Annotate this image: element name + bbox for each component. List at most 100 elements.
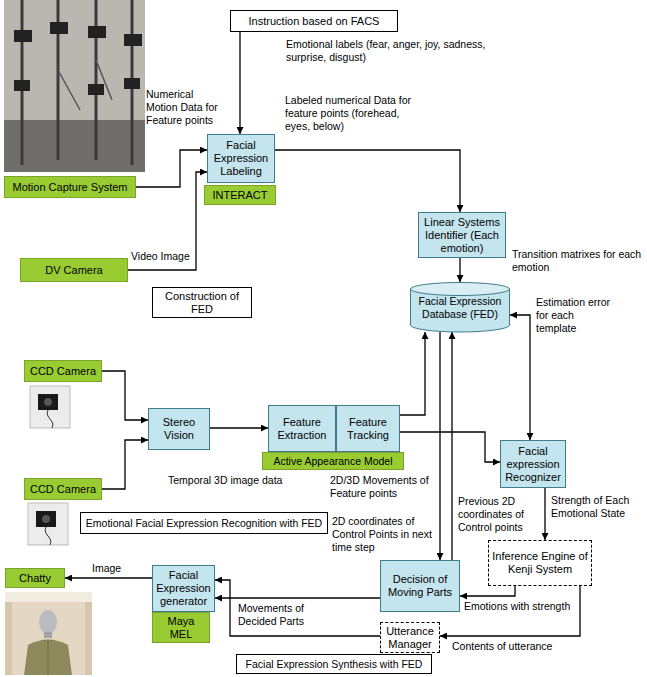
external-module-box: Inference Engine of Kenji System: [488, 540, 592, 586]
node-text: Emotional Facial Expression Recognition …: [86, 517, 322, 530]
process-box: Linear Systems Identifier (Each emotion): [418, 212, 506, 258]
motion-capture-photo: [4, 0, 145, 172]
cylinder-body: [411, 289, 510, 332]
illustration-part: [124, 78, 140, 89]
connector-arrow: [400, 432, 500, 462]
section-box: Construction of FED: [152, 287, 252, 318]
node-text: DV Camera: [45, 264, 102, 277]
edge-label: Contents of utterance: [452, 640, 552, 653]
illustration-part: [58, 70, 80, 110]
illustration-part: [42, 515, 50, 523]
node-text: Linear Systems Identifier (Each emotion): [421, 216, 503, 255]
node-text: Utterance Manager: [383, 625, 437, 651]
connector-arrow: [102, 371, 148, 420]
process-box: Stereo Vision: [148, 408, 210, 450]
node-text: Maya MEL: [155, 615, 207, 641]
device-box: DV Camera: [20, 258, 128, 282]
illustration-part: [95, 0, 98, 160]
node-text: Facial Expression Synthesis with FED: [246, 658, 423, 671]
edge-label: Transition matrixes for each emotion: [512, 248, 645, 274]
connector-arrow: [128, 172, 207, 270]
connector-arrow: [460, 586, 515, 596]
illustration-part: [124, 34, 142, 46]
edge-label: Image: [92, 562, 121, 575]
connector-arrow: [459, 258, 460, 282]
node-text: Facial expression Recognizer: [503, 445, 563, 484]
node-text: Feature Extraction: [271, 416, 333, 442]
illustration-part: [88, 84, 104, 95]
node-text: Motion Capture System: [13, 181, 128, 194]
device-box: Active Appearance Model: [262, 452, 404, 470]
node-text: Facial Expression generator: [155, 569, 212, 608]
process-box: Feature Tracking: [336, 405, 400, 452]
edge-label: Estimation error for each template: [536, 296, 614, 335]
process-box: Feature Extraction: [268, 405, 336, 452]
node-text: Facial Expression Labeling: [210, 139, 272, 178]
connector-arrow: [65, 577, 152, 578]
process-box: Facial Expression generator: [152, 565, 215, 612]
edge-label: 2D/3D Movements of Feature points: [330, 474, 430, 500]
edge-label: Labeled numerical Data for feature point…: [285, 94, 420, 133]
section-box: Instruction based on FACS: [230, 10, 398, 32]
illustration-part: [36, 511, 56, 527]
edge-label: Strength of Each Emotional State: [551, 494, 643, 520]
illustration-part: [38, 394, 58, 410]
node-text: Stereo Vision: [151, 416, 207, 442]
node-text: Chatty: [19, 572, 51, 585]
node-text: Decision of Moving Parts: [383, 573, 457, 599]
edge-label: Movements of Decided Parts: [238, 602, 334, 628]
node-text: Facial Expression Database (FED): [412, 295, 508, 321]
cylinder-top: [411, 283, 510, 296]
node-text: Active Appearance Model: [273, 455, 392, 468]
connector-arrow: [400, 332, 425, 415]
external-module-box: Utterance Manager: [380, 622, 440, 653]
illustration-part: [48, 640, 49, 675]
node-text: Construction of FED: [155, 290, 249, 316]
edge-label: Numerical Motion Data for Feature points: [146, 88, 224, 127]
ccd-camera-photo: [28, 503, 68, 545]
ccd-camera-photo: [30, 386, 70, 428]
illustration-part: [96, 60, 112, 100]
node-text: Inference Engine of Kenji System: [491, 550, 589, 576]
illustration-part: [45, 527, 51, 545]
device-box: Maya MEL: [152, 612, 210, 643]
illustration-part: [47, 410, 53, 428]
connector-arrow: [440, 586, 580, 636]
illustration-part: [50, 22, 68, 34]
connector-arrow: [510, 315, 530, 440]
edge-label: Emotional labels (fear, anger, joy, sadn…: [286, 38, 518, 64]
illustration-part: [28, 503, 68, 545]
node-text: INTERACT: [213, 189, 268, 202]
illustration-part: [44, 632, 52, 638]
node-text: CCD Camera: [30, 365, 96, 378]
illustration-part: [39, 610, 57, 634]
edge-label: 2D coordinates of Control Points in next…: [332, 515, 436, 554]
node-text: CCD Camera: [30, 483, 96, 496]
edge-label: Temporal 3D image data: [168, 474, 298, 487]
illustration-part: [88, 26, 106, 38]
device-box: Chatty: [5, 568, 65, 588]
process-box: Facial Expression Labeling: [207, 134, 275, 183]
connector-arrow: [451, 332, 452, 560]
edge-label: Video Image: [131, 250, 190, 263]
chatty-robot-photo: [5, 592, 92, 675]
illustration-part: [24, 640, 72, 676]
node-text: Instruction based on FACS: [249, 15, 380, 28]
process-box: Decision of Moving Parts: [380, 560, 460, 612]
illustration-part: [30, 386, 70, 428]
illustration-part: [14, 80, 30, 91]
connector-arrow: [210, 427, 268, 428]
section-box: Emotional Facial Expression Recognition …: [80, 512, 328, 534]
connector-arrow: [215, 580, 380, 636]
connector-arrow: [275, 150, 460, 212]
section-box: Facial Expression Synthesis with FED: [236, 654, 432, 674]
connector-arrow: [544, 488, 545, 540]
process-box: Facial expression Recognizer: [500, 440, 566, 488]
illustration-part: [14, 30, 32, 42]
connector-arrow: [102, 440, 148, 489]
illustration-part: [4, 120, 145, 172]
illustration-part: [4, 0, 145, 172]
connector-arrow: [239, 32, 240, 134]
device-box: INTERACT: [204, 185, 276, 205]
